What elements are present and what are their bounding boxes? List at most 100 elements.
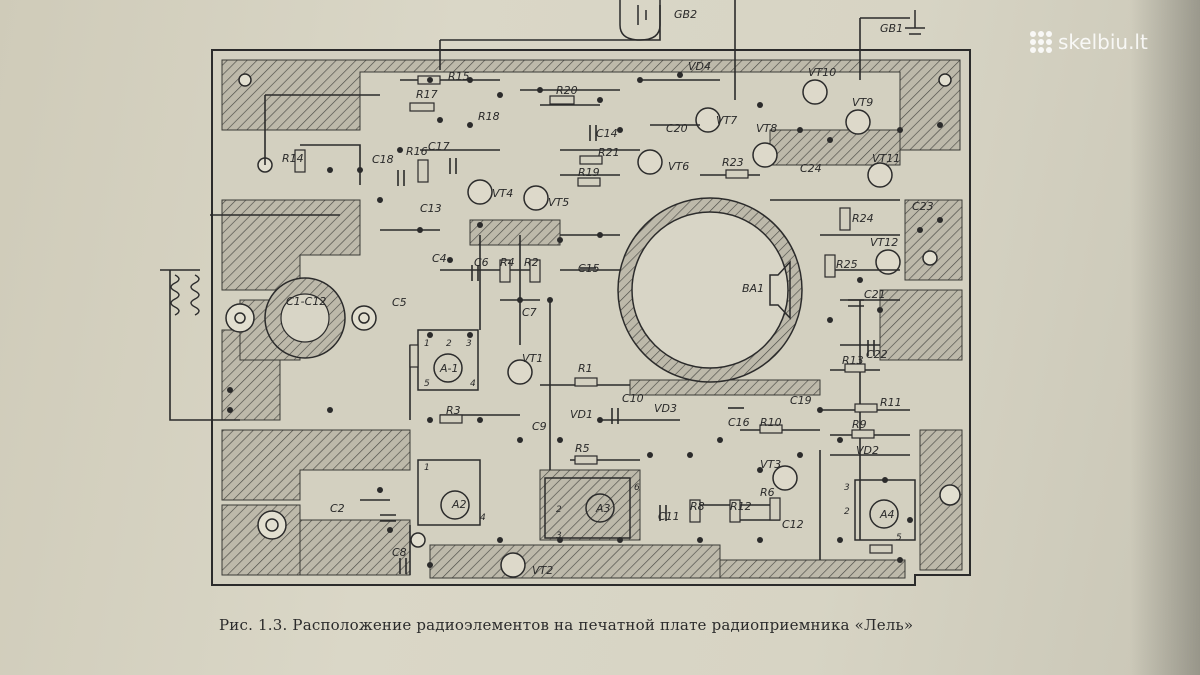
label-vt10: VT10 (808, 66, 836, 79)
label-r24: R24 (852, 212, 874, 225)
capacitors (380, 125, 875, 574)
label-r8: R8 (690, 500, 705, 513)
label-r9: R9 (852, 418, 867, 431)
pin-labels: 1 2 3 4 5 1 4 2 3 6 2 3 5 (424, 339, 902, 543)
label-vt5: VT5 (548, 196, 569, 209)
pin-a3-3: 3 (556, 531, 562, 541)
label-vt2: VT2 (532, 564, 553, 577)
label-r20: R20 (556, 84, 578, 97)
label-ba1: BA1 (742, 282, 764, 295)
label-vd4: VD4 (688, 60, 711, 73)
label-vt9: VT9 (852, 96, 873, 109)
copper-areas (221, 59, 963, 579)
mounting-holes (225, 73, 961, 548)
label-c19: C19 (790, 394, 812, 407)
ic-outlines (417, 329, 916, 541)
label-c1-c12: C1-C12 (286, 295, 326, 308)
label-gb2: GB2 (674, 8, 697, 21)
label-r1: R1 (578, 362, 593, 375)
label-vd3: VD3 (654, 402, 677, 415)
label-c18: C18 (372, 153, 394, 166)
battery-gb1-symbol (905, 10, 925, 35)
label-r6: R6 (760, 486, 775, 499)
watermark-logo-icon (1030, 31, 1052, 53)
page-shadow (1130, 0, 1200, 675)
pin-a2-1: 1 (424, 463, 430, 473)
watermark: skelbiu.lt (1030, 30, 1148, 54)
label-c15: C15 (578, 262, 600, 275)
label-c11: C11 (658, 510, 680, 523)
label-c20: C20 (666, 122, 688, 135)
pin-a1-4: 4 (470, 379, 476, 389)
label-r21: R21 (598, 146, 620, 159)
label-c4: C4 (432, 252, 447, 265)
label-r25: R25 (836, 258, 858, 271)
label-c12: C12 (782, 518, 804, 531)
pin-a4-2: 2 (844, 507, 850, 517)
label-r14: R14 (282, 152, 304, 165)
label-r11: R11 (880, 396, 902, 409)
speaker-cone (631, 211, 789, 369)
label-r13: R13 (842, 354, 864, 367)
resistors (294, 75, 893, 554)
label-vt6: VT6 (668, 160, 689, 173)
pin-a4-5: 5 (896, 533, 902, 543)
battery-gb2-symbol (619, 0, 661, 41)
label-vt4: VT4 (492, 187, 513, 200)
label-c16: C16 (728, 416, 750, 429)
label-r5: R5 (575, 442, 590, 455)
label-c7: C7 (522, 306, 537, 319)
label-c14: C14 (596, 127, 618, 140)
label-vd2: VD2 (856, 444, 879, 457)
label-gb1: GB1 (880, 22, 903, 35)
label-r12: R12 (730, 500, 752, 513)
watermark-text: skelbiu.lt (1058, 30, 1148, 54)
figure-caption: Рис. 1.3. Расположение радиоэлементов на… (219, 616, 914, 634)
pin-a1-1: 1 (424, 339, 430, 349)
label-r19: R19 (578, 166, 600, 179)
label-r23: R23 (722, 156, 744, 169)
label-c21: C21 (864, 288, 886, 301)
label-r3: R3 (446, 404, 461, 417)
label-a1: A-1 (439, 362, 459, 375)
label-r15: R15 (448, 70, 470, 83)
antenna-coil (170, 274, 200, 316)
label-c22: C22 (866, 348, 888, 361)
label-a2: A2 (451, 498, 467, 511)
component-labels: GB2 GB1 BA1 C1-C12 R15 R17 R18 R20 R14 R… (282, 8, 934, 577)
label-r4: R4 (500, 256, 515, 269)
label-vt8: VT8 (756, 122, 777, 135)
label-c9: C9 (532, 420, 547, 433)
speaker-symbol (769, 260, 791, 320)
label-vd1: VD1 (570, 408, 593, 421)
label-r2: R2 (524, 256, 539, 269)
label-a3: A3 (595, 502, 611, 515)
pin-a1-5: 5 (424, 379, 430, 389)
label-c10: C10 (622, 392, 644, 405)
label-c13: C13 (420, 202, 442, 215)
label-r10: R10 (760, 416, 782, 429)
pin-a1-3: 3 (466, 339, 472, 349)
label-c24: C24 (800, 162, 822, 175)
label-c2: C2 (330, 502, 345, 515)
label-vt11: VT11 (872, 152, 900, 165)
pin-a2-4: 4 (480, 513, 486, 523)
label-c23: C23 (912, 200, 934, 213)
label-vt7: VT7 (716, 114, 737, 127)
label-vt12: VT12 (870, 236, 898, 249)
pin-a3-6: 6 (634, 483, 640, 493)
label-vt1: VT1 (522, 352, 543, 365)
tuning-capacitor-inner (280, 293, 330, 343)
label-r18: R18 (478, 110, 500, 123)
pin-a3-2: 2 (556, 505, 562, 515)
pin-a4-3: 3 (844, 483, 850, 493)
pin-a1-2: 2 (446, 339, 452, 349)
label-r17: R17 (416, 88, 438, 101)
label-a4: A4 (879, 508, 895, 521)
pads (227, 72, 943, 568)
label-vt3: VT3 (760, 458, 781, 471)
label-r16: R16 (406, 145, 428, 158)
label-c5: C5 (392, 296, 407, 309)
transistors (467, 79, 901, 578)
